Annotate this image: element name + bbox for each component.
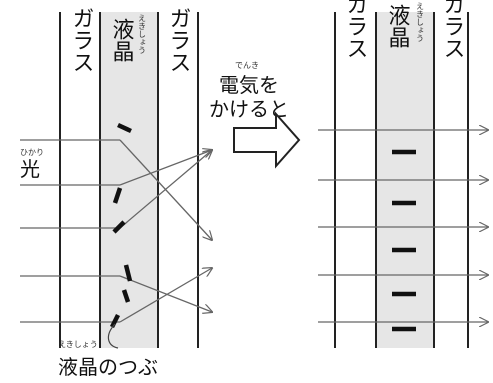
out-ray-3 bbox=[119, 150, 212, 229]
particles-label: 液晶のつぶ bbox=[58, 355, 158, 379]
right-panel: ガラス 液晶 えきしょう ガラス bbox=[318, 0, 488, 348]
molecule-6 bbox=[109, 313, 121, 329]
light-label: 光 bbox=[20, 157, 40, 181]
right-lc-label: 液晶 bbox=[385, 4, 411, 48]
molecule-4 bbox=[123, 264, 133, 282]
voltage-arrow: でんき 電気を かけると bbox=[209, 61, 301, 169]
out-ray-1 bbox=[119, 139, 212, 240]
hollow-arrow bbox=[233, 111, 301, 169]
out-ray-5 bbox=[119, 268, 212, 323]
molecule-3 bbox=[112, 220, 126, 234]
left-glass-label-2: ガラス bbox=[166, 7, 191, 73]
out-ray-4 bbox=[119, 275, 212, 312]
left-glass-label-1: ガラス bbox=[69, 7, 94, 73]
light-ruby: ひかり bbox=[20, 148, 44, 157]
left-lc-label: 液晶 bbox=[109, 18, 135, 62]
left-lc-ruby: えきしょう bbox=[138, 14, 147, 54]
left-scattered-rays bbox=[119, 139, 212, 323]
left-molecules bbox=[109, 122, 133, 329]
right-lc-ruby: えきしょう bbox=[416, 2, 425, 42]
molecule-2 bbox=[112, 187, 123, 204]
particles-callout-line bbox=[107, 323, 119, 349]
left-lc-layer bbox=[100, 12, 158, 348]
out-ray-2 bbox=[119, 150, 212, 186]
right-molecules bbox=[392, 149, 416, 332]
molecule-5 bbox=[121, 289, 131, 303]
left-panel: ガラス 液晶 えきしょう ガラス ひかり 光 bbox=[20, 7, 212, 379]
right-rays bbox=[318, 130, 488, 322]
right-glass-label-2: ガラス bbox=[440, 0, 465, 59]
right-glass-label-1: ガラス bbox=[343, 0, 368, 59]
particles-ruby: えきしょう bbox=[58, 340, 98, 349]
voltage-ruby: でんき bbox=[235, 61, 259, 70]
molecule-1 bbox=[117, 122, 132, 134]
left-incoming-rays bbox=[20, 139, 120, 323]
voltage-text-1: 電気を bbox=[219, 73, 279, 97]
